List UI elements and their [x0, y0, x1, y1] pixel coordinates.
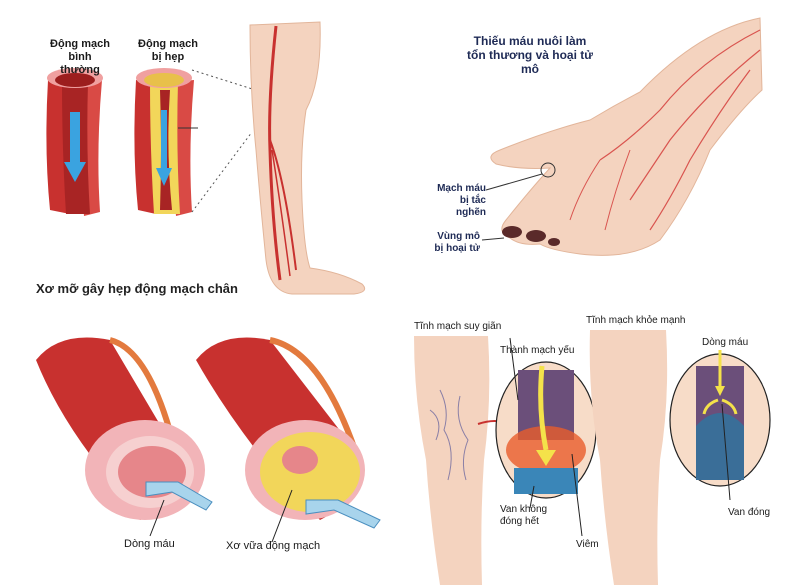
panel-veins: Tĩnh mạch suy giãn Tĩnh mạch khỏe mạnh T… — [400, 300, 800, 585]
hand-icon — [481, 17, 763, 256]
healthy-artery-icon — [36, 337, 213, 537]
valve-closed-label: Van đóng — [728, 507, 771, 518]
inflammation-label: Viêm — [576, 539, 599, 550]
normal-artery-label: Động mạch bình thường — [50, 38, 110, 76]
veins-illustration — [414, 330, 771, 585]
narrowed-artery-icon — [134, 68, 198, 216]
blocked-vessel-label: Mạch máu bị tắc nghẽn — [437, 183, 486, 218]
hand-title: Thiếu máu nuôi làm tổn thương và hoại tử… — [467, 34, 593, 76]
varicose-valve-inset-icon — [495, 337, 597, 537]
healthy-blood-flow-label: Dòng máu — [702, 337, 749, 348]
weak-wall-label: Thành mạch yếu — [500, 345, 575, 356]
atherosclerotic-artery-icon — [196, 337, 381, 543]
narrowed-artery-label: Động mạch bị hẹp — [138, 38, 198, 63]
leg-icon — [249, 21, 366, 295]
necrosis-label: Vùng mô bị hoại tử — [434, 231, 480, 254]
normal-artery-icon — [46, 68, 103, 216]
panel-leg-artery: Động mạch bình thường Động mạch bị hẹp X… — [0, 0, 400, 300]
panel-artery-cross-section: Dòng máu Xơ vữa động mạch — [0, 300, 400, 585]
valve-incomplete-label: Van không đóng hết — [500, 504, 548, 527]
leg-artery-illustration — [46, 21, 366, 295]
healthy-leg-icon — [589, 330, 668, 585]
panel-hand-necrosis: Thiếu máu nuôi làm tổn thương và hoại tử… — [400, 0, 800, 300]
healthy-valve-inset-icon — [669, 350, 771, 501]
leg-artery-caption: Xơ mỡ gây hẹp động mạch chân — [36, 281, 238, 296]
artery-cross-section-illustration — [36, 337, 381, 543]
hand-illustration — [481, 17, 763, 256]
blood-flow-label: Dòng máu — [124, 538, 175, 550]
healthy-title: Tĩnh mạch khỏe mạnh — [586, 315, 686, 326]
varicose-leg-icon — [414, 336, 509, 585]
varicose-title: Tĩnh mạch suy giãn — [414, 321, 502, 332]
atherosclerosis-label: Xơ vữa động mạch — [226, 540, 321, 552]
